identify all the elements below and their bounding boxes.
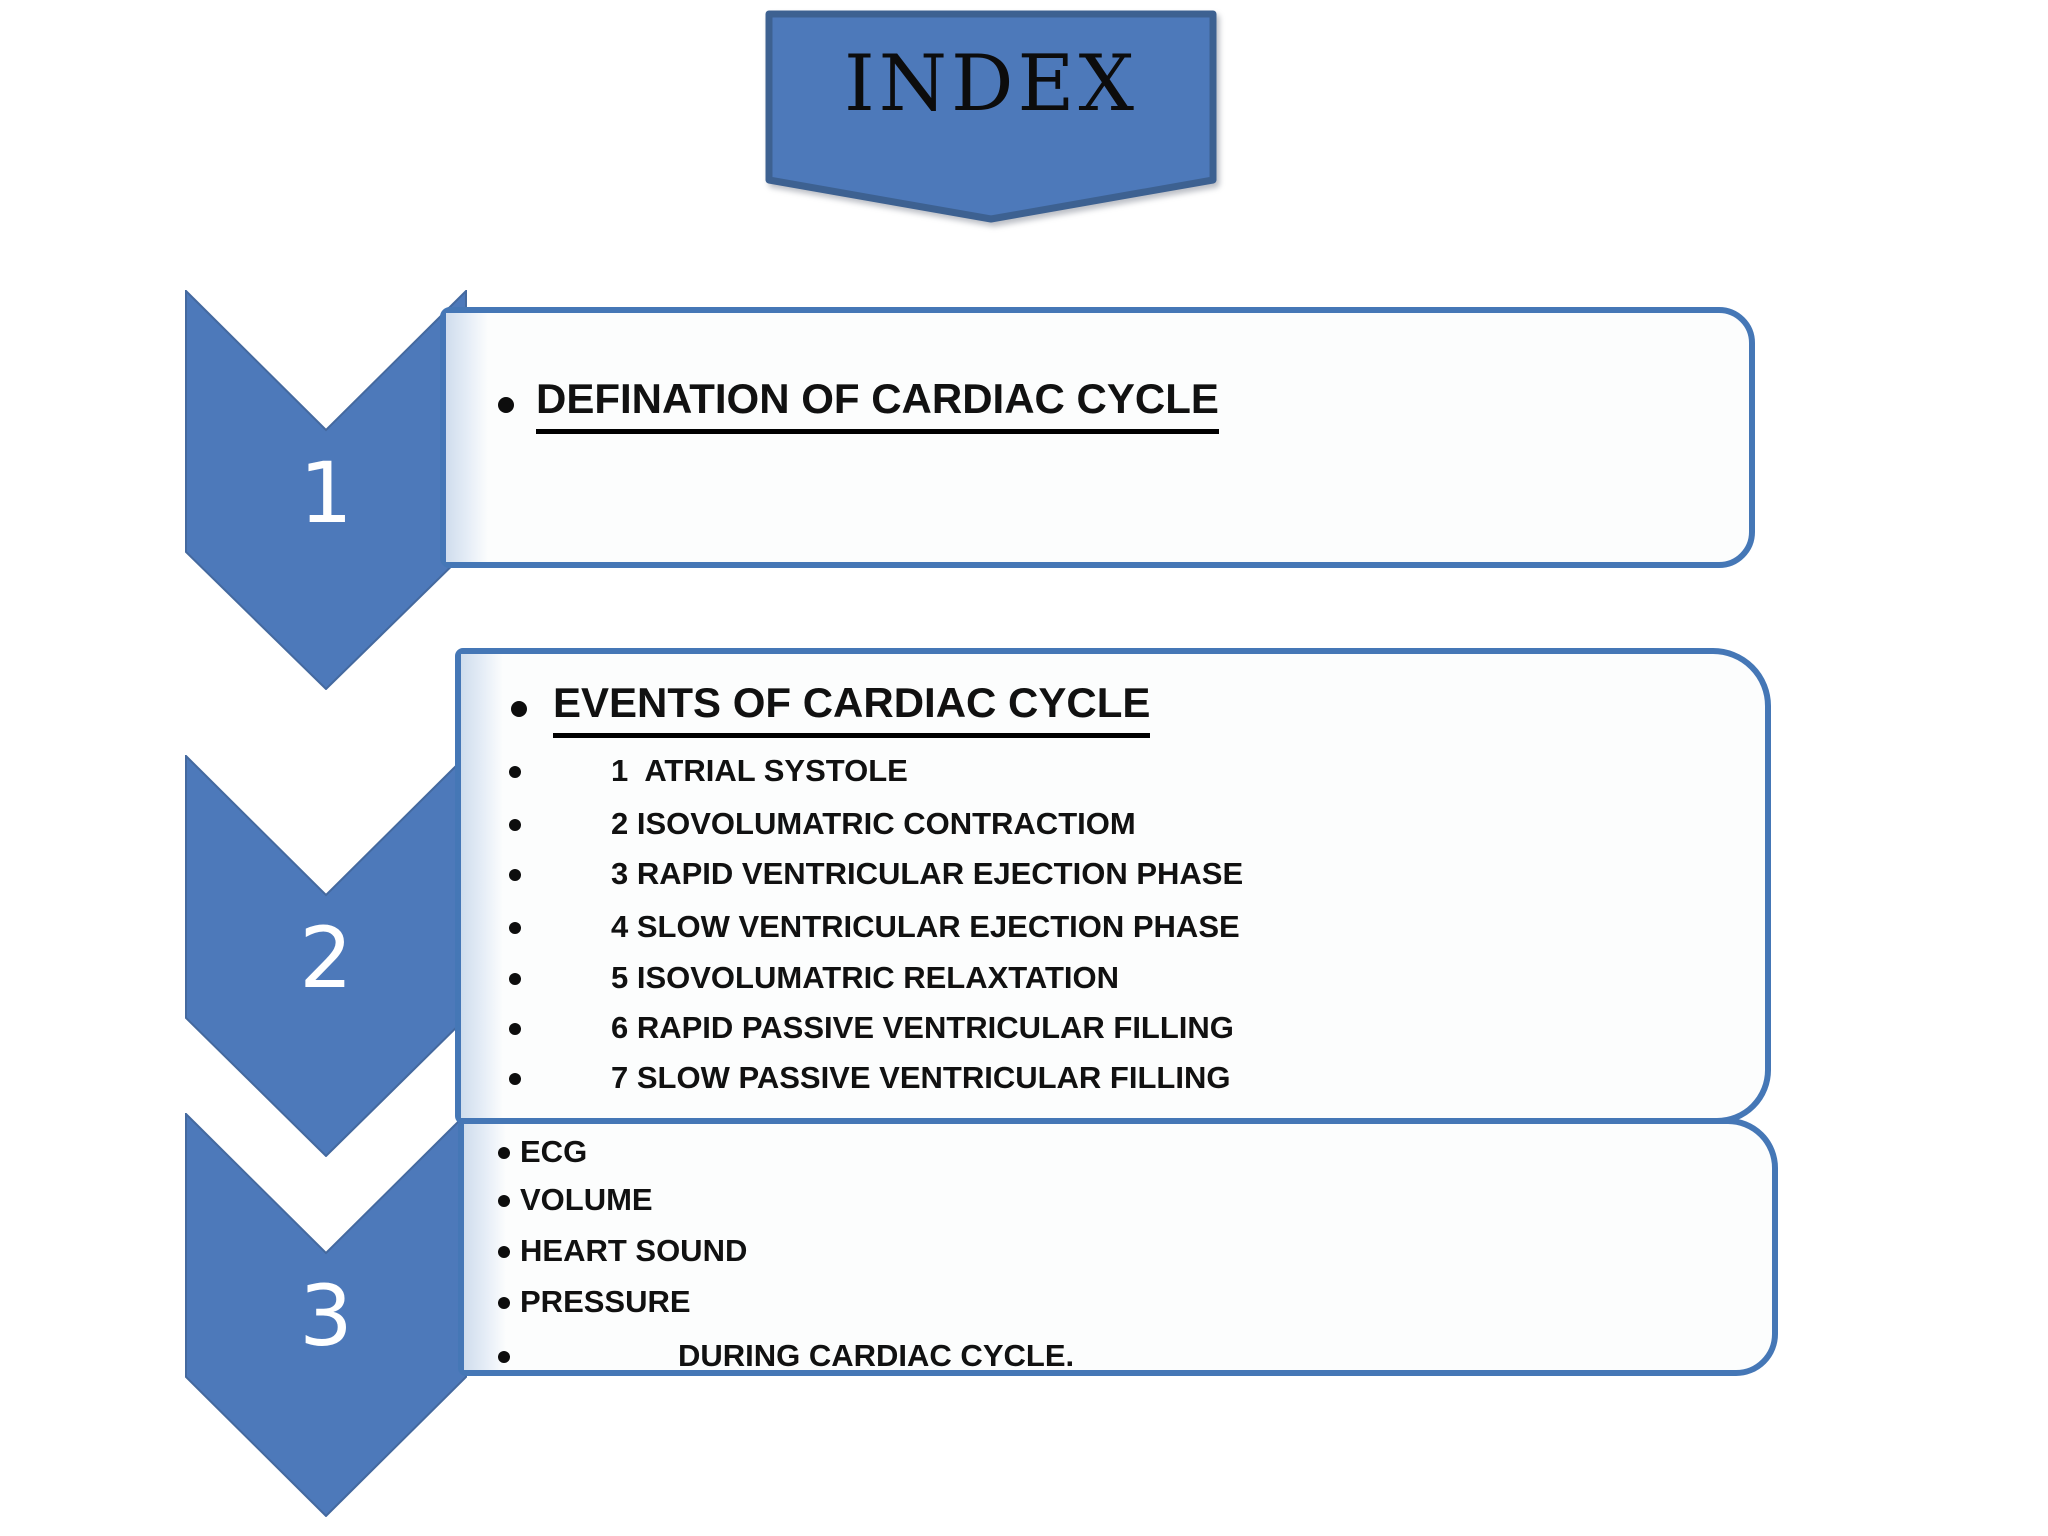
bullet-dot <box>509 819 521 831</box>
list-item-text: 4 SLOW VENTRICULAR EJECTION PHASE <box>611 909 1240 944</box>
chevron-down-shape <box>185 1113 467 1517</box>
list-item: 4 SLOW VENTRICULAR EJECTION PHASE <box>461 907 1765 949</box>
list-item-text: DURING CARDIAC CYCLE. <box>678 1338 1075 1373</box>
banner-title: INDEX <box>843 39 1139 129</box>
bullet-dot <box>498 1195 510 1207</box>
list-item: 7 SLOW PASSIVE VENTRICULAR FILLING <box>461 1058 1765 1100</box>
box1-header: DEFINATION OF CARDIAC CYCLE <box>536 375 1219 434</box>
list-item: DURING CARDIAC CYCLE. <box>464 1336 1772 1378</box>
step-number: 3 <box>299 1266 353 1365</box>
list-item: 2 ISOVOLUMATRIC CONTRACTIOM <box>461 804 1765 846</box>
step-number: 2 <box>299 908 353 1007</box>
list-item: 6 RAPID PASSIVE VENTRICULAR FILLING <box>461 1008 1765 1050</box>
bullet-dot <box>509 973 521 985</box>
content-box-3: ECG VOLUME HEART SOUND PRESSURE DURING C… <box>458 1118 1778 1376</box>
list-item-text: VOLUME <box>520 1182 653 1217</box>
bullet-dot <box>509 766 521 778</box>
bullet-dot <box>511 700 527 717</box>
bullet-dot <box>509 922 521 934</box>
list-item-text: 6 RAPID PASSIVE VENTRICULAR FILLING <box>611 1010 1234 1045</box>
list-item: VOLUME <box>464 1180 1772 1222</box>
bullet-dot <box>498 1147 510 1159</box>
list-item-text: PRESSURE <box>520 1284 691 1319</box>
box1-header-row: DEFINATION OF CARDIAC CYCLE <box>498 375 1219 434</box>
box-left-accent-strip <box>461 654 503 1118</box>
list-item: HEART SOUND <box>464 1231 1772 1273</box>
banner-pennant-shape <box>765 10 1217 223</box>
list-item-text: HEART SOUND <box>520 1233 748 1268</box>
bullet-dot <box>509 1023 521 1035</box>
index-banner: INDEX <box>765 10 1217 224</box>
bullet-dot <box>509 1073 521 1085</box>
chevron-step-2: 2 <box>185 755 467 1157</box>
chevron-step-3: 3 <box>185 1113 467 1517</box>
list-item-text: 2 ISOVOLUMATRIC CONTRACTIOM <box>611 806 1136 841</box>
box-left-accent-strip <box>446 313 488 562</box>
bullet-dot <box>498 1246 510 1258</box>
list-item-text: 1 ATRIAL SYSTOLE <box>611 753 908 788</box>
list-item: PRESSURE <box>464 1282 1772 1324</box>
list-item: 5 ISOVOLUMATRIC RELAXTATION <box>461 958 1765 1000</box>
content-box-1: DEFINATION OF CARDIAC CYCLE <box>440 307 1755 568</box>
content-box-2: EVENTS OF CARDIAC CYCLE 1 ATRIAL SYSTOLE… <box>455 648 1771 1124</box>
chevron-step-1: 1 <box>185 290 467 690</box>
list-item: 1 ATRIAL SYSTOLE <box>461 751 1765 793</box>
bullet-dot <box>498 1351 510 1363</box>
box2-header: EVENTS OF CARDIAC CYCLE <box>553 679 1151 738</box>
list-item: ECG <box>464 1132 1772 1174</box>
list-item-text: 3 RAPID VENTRICULAR EJECTION PHASE <box>611 856 1244 891</box>
list-item-text: ECG <box>520 1134 588 1169</box>
box2-header-row: EVENTS OF CARDIAC CYCLE <box>511 679 1151 738</box>
list-item-text: 5 ISOVOLUMATRIC RELAXTATION <box>611 960 1120 995</box>
list-item-text: 7 SLOW PASSIVE VENTRICULAR FILLING <box>611 1060 1231 1095</box>
step-number: 1 <box>299 443 353 542</box>
bullet-dot <box>498 396 514 413</box>
bullet-dot <box>509 869 521 881</box>
bullet-dot <box>498 1297 510 1309</box>
list-item: 3 RAPID VENTRICULAR EJECTION PHASE <box>461 854 1765 896</box>
